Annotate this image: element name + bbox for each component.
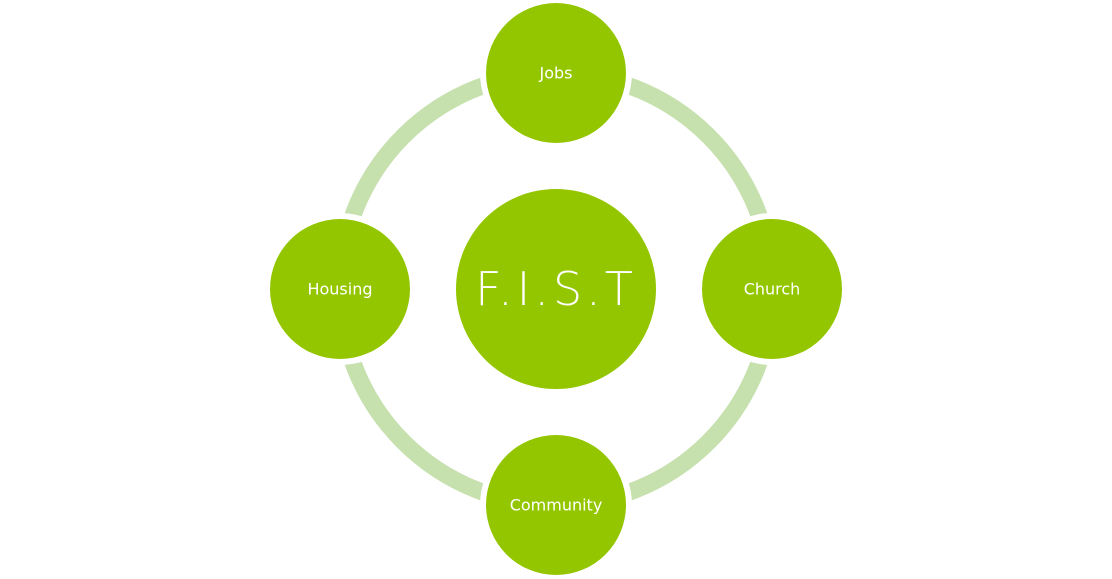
center-hub: F.I.S.T — [456, 189, 656, 389]
center-circle — [456, 189, 656, 389]
node-housing-label: Housing — [307, 280, 372, 299]
node-housing: Housing — [264, 213, 416, 365]
node-community: Community — [480, 429, 632, 579]
node-jobs: Jobs — [480, 0, 632, 149]
node-church: Church — [696, 213, 848, 365]
center-label: F.I.S.T — [475, 262, 637, 316]
node-community-fill — [486, 435, 626, 575]
node-housing-fill — [270, 219, 410, 359]
node-community-label: Community — [510, 496, 603, 515]
node-church-fill — [702, 219, 842, 359]
node-jobs-fill — [486, 3, 626, 143]
node-church-label: Church — [744, 280, 801, 299]
node-jobs-label: Jobs — [539, 64, 573, 83]
